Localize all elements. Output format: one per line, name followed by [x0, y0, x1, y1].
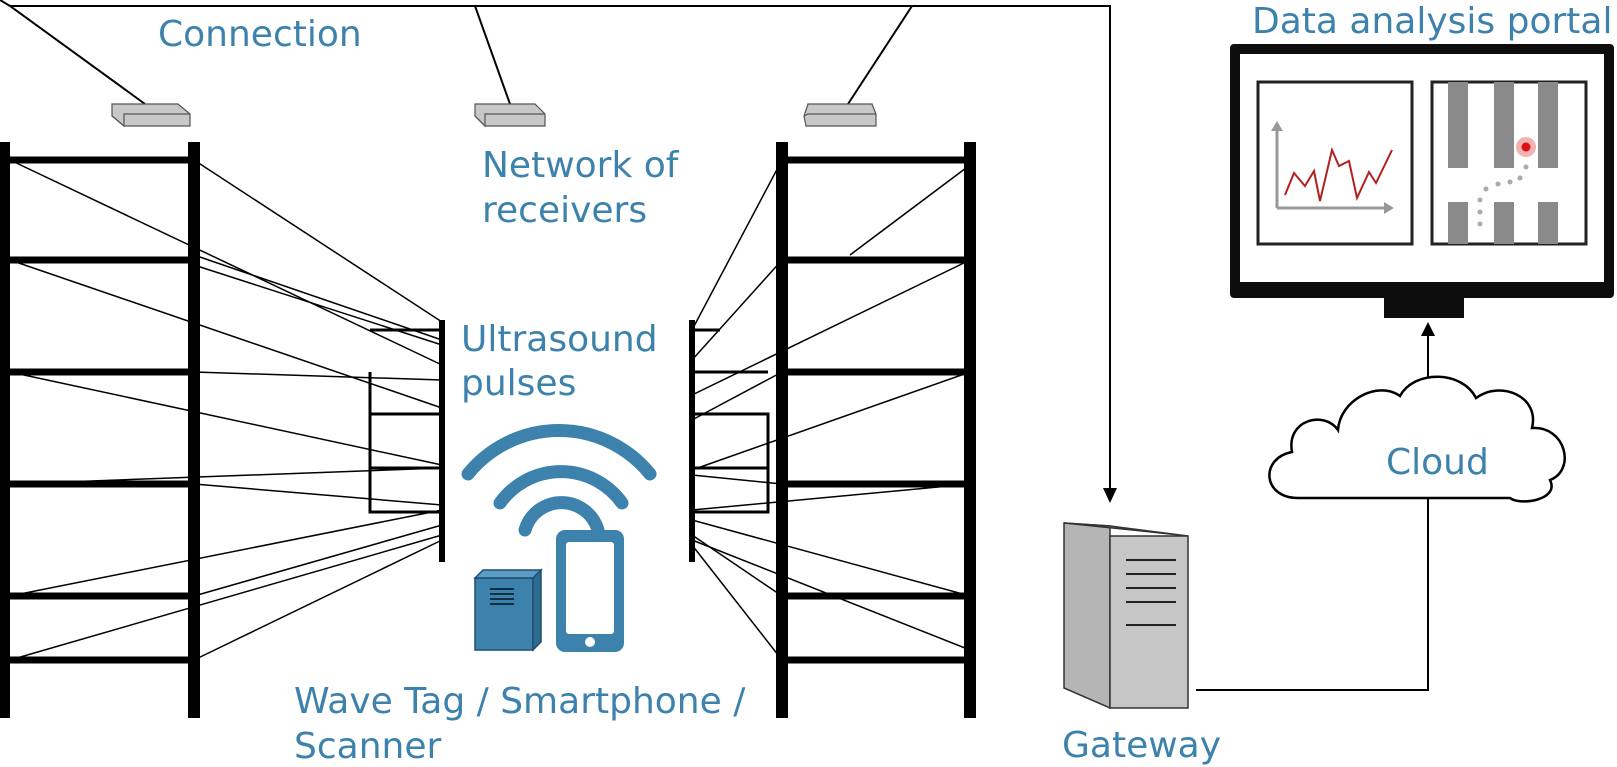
wire-bus-to-gateway: [10, 5, 1111, 496]
label-portal: Data analysis portal: [1252, 1, 1612, 42]
receiver-middle: [474, 103, 546, 128]
server-tower-icon: [1063, 522, 1189, 710]
wave-tag-icon: [473, 568, 543, 652]
receiver-right: [803, 103, 877, 127]
wifi-signal-icon: [461, 424, 657, 537]
gateway-cloud-link: [1196, 322, 1435, 691]
label-ultrasound-1: Ultrasound: [461, 319, 658, 360]
wire-receiver-middle: [474, 5, 511, 105]
receiver-left: [111, 103, 191, 128]
wire-receiver-left: [0, 0, 146, 105]
floor-map-panel: [1430, 80, 1588, 246]
label-gateway: Gateway: [1062, 725, 1221, 766]
shelf-left: [0, 142, 445, 718]
line-chart-panel: [1256, 80, 1414, 246]
cloud-icon: [1268, 375, 1566, 503]
arrowhead-gateway: [1103, 488, 1117, 503]
location-marker: [1521, 142, 1531, 152]
label-devices-1: Wave Tag / Smartphone /: [294, 681, 746, 722]
label-receivers-2: receivers: [482, 190, 647, 231]
shelf-right: [689, 142, 976, 718]
label-cloud: Cloud: [1386, 442, 1489, 483]
monitor-icon: [1230, 44, 1614, 318]
label-ultrasound-2: pulses: [461, 363, 576, 404]
label-connection: Connection: [158, 14, 362, 55]
label-devices-2: Scanner: [294, 726, 441, 767]
wire-receiver-right: [847, 5, 913, 105]
connection-wires: [0, 0, 1117, 503]
smartphone-icon: [556, 530, 624, 652]
arrowhead-monitor: [1421, 322, 1435, 336]
label-receivers-1: Network of: [482, 145, 680, 186]
